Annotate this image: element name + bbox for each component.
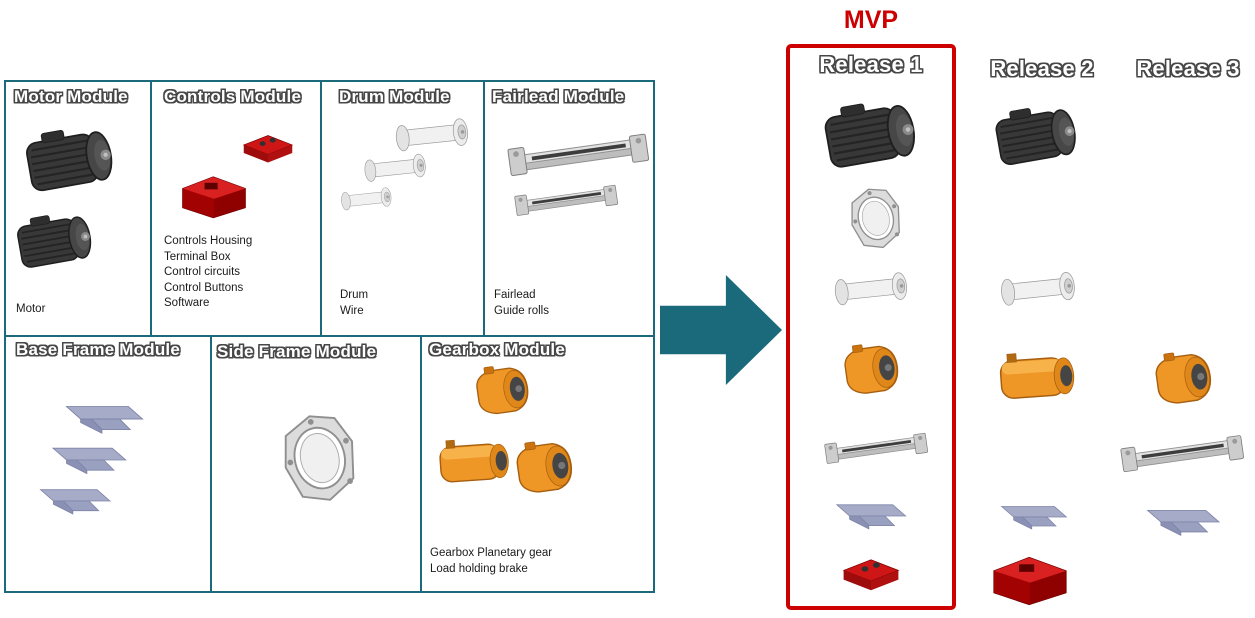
release2-controls-image (984, 544, 1076, 608)
fairlead-small-image (514, 178, 618, 220)
mvp-outline-box (786, 44, 956, 610)
release1-controls-image (836, 550, 906, 600)
controls-housing-image (174, 162, 254, 224)
module-parts-drum: Drum Wire (340, 289, 369, 317)
base-plate-1-image (40, 396, 162, 442)
release1-fairlead-image (824, 424, 928, 470)
module-title-controls: Controls Module (164, 87, 302, 106)
module-title-gearbox: Gearbox Module (429, 340, 565, 359)
module-title-motor: Motor Module (14, 87, 128, 106)
modules-grid: Motor Module Motor Controls Module Contr… (4, 80, 655, 593)
mvp-label: MVP (843, 6, 899, 34)
release1-base-plate-image (816, 494, 920, 538)
module-title-drum: Drum Module (339, 87, 450, 106)
grid-col-divider-3 (483, 82, 485, 335)
release3-fairlead-image (1120, 426, 1244, 478)
release2-gearbox-image (992, 344, 1082, 410)
grid-row-divider (6, 335, 653, 337)
motor-small-image (12, 204, 108, 278)
module-parts-motor: Motor (16, 303, 46, 315)
release-1-header: Release 1 (819, 52, 923, 77)
module-parts-controls: Controls Housing Terminal Box Control ci… (164, 235, 253, 310)
release2-drum-image (992, 266, 1086, 312)
release2-motor-image (990, 96, 1094, 176)
base-plate-2-image (28, 438, 144, 482)
release3-gearbox-image (1146, 346, 1220, 412)
grid-col-divider-1 (150, 82, 152, 335)
gearbox-right-image (507, 435, 581, 501)
release-3-header: Release 3 (1136, 56, 1240, 81)
base-plate-3-image (18, 480, 126, 522)
right-arrow-icon (660, 275, 782, 385)
grid-col-divider-4 (210, 337, 212, 591)
release3-base-plate-image (1126, 500, 1234, 544)
release1-drum-image (826, 266, 918, 312)
gearbox-left-image (432, 428, 516, 496)
side-frame-ring-image (277, 408, 363, 510)
grid-col-divider-5 (420, 337, 422, 591)
module-title-fairlead: Fairlead Module (492, 87, 625, 106)
drum-small-image (335, 182, 399, 216)
module-title-side-frame: Side Frame Module (217, 342, 377, 361)
release1-side-frame-image (846, 184, 906, 254)
release1-gearbox-image (836, 338, 906, 402)
module-parts-fairlead: Fairlead Guide rolls (494, 289, 549, 317)
motor-image (20, 117, 132, 203)
grid-col-divider-2 (320, 82, 322, 335)
gearbox-top-image (467, 360, 537, 422)
fairlead-large-image (507, 128, 649, 178)
release-2-header: Release 2 (990, 56, 1094, 81)
module-title-base-frame: Base Frame Module (16, 340, 181, 359)
module-parts-gearbox: Gearbox Planetary gear Load holding brak… (430, 547, 553, 575)
release1-motor-image (818, 90, 936, 180)
release2-base-plate-image (982, 496, 1080, 538)
